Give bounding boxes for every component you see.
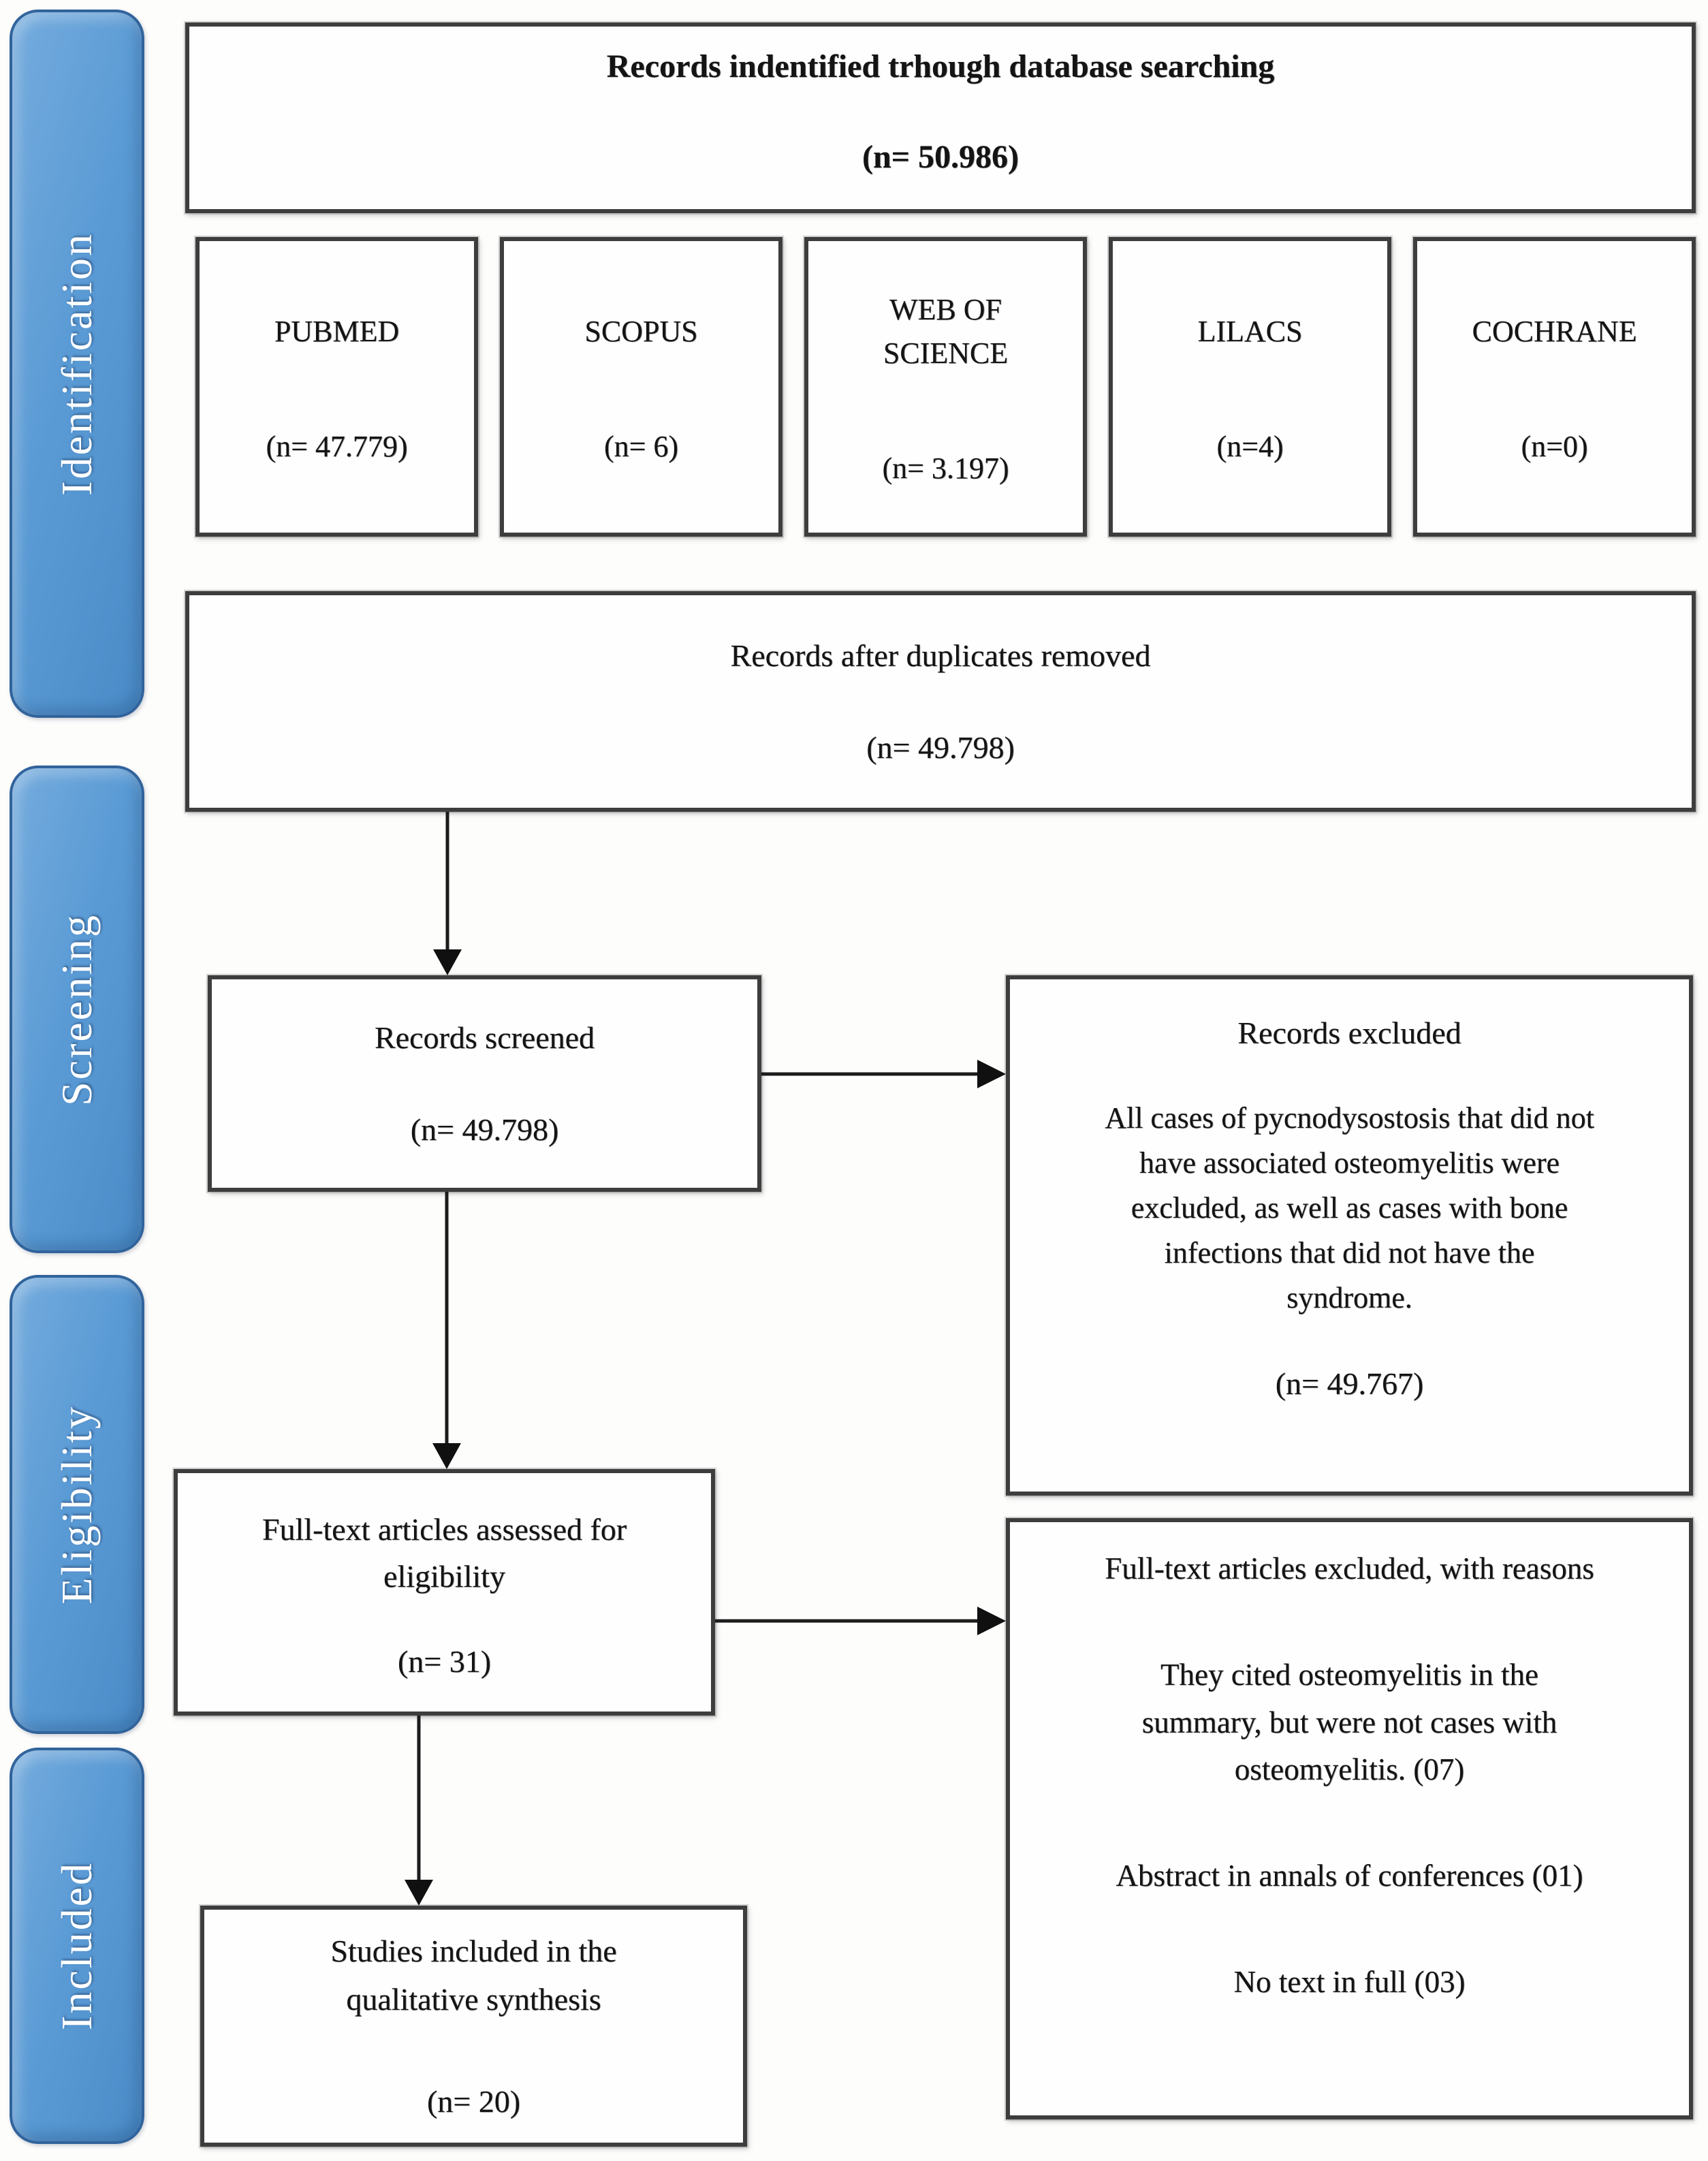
studies-included-count: (n= 20) bbox=[426, 2083, 521, 2119]
duplicates-removed-count: (n= 49.798) bbox=[866, 730, 1015, 765]
box-records-excluded: Records excluded All cases of pycnodysos… bbox=[1006, 975, 1693, 1496]
box-duplicates-removed: Records after duplicates removed (n= 49.… bbox=[185, 591, 1696, 812]
arrow-assessed-to-included bbox=[405, 1716, 433, 1906]
arrow-down-icon bbox=[433, 949, 462, 975]
arrow-down-icon bbox=[405, 1880, 433, 1906]
fulltext-excluded-reason-1: They cited osteomyelitis in the summary,… bbox=[1141, 1657, 1557, 1787]
studies-included-title: Studies included in the qualitative synt… bbox=[330, 1934, 617, 2017]
box-fulltext-excluded: Full-text articles excluded, with reason… bbox=[1006, 1518, 1693, 2119]
records-excluded-count: (n= 49.767) bbox=[1275, 1366, 1424, 1401]
arrow-down-icon bbox=[432, 1443, 461, 1469]
arrow-line bbox=[445, 812, 449, 955]
box-database-scopus: SCOPUS (n= 6) bbox=[500, 237, 782, 537]
fulltext-assessed-count: (n= 31) bbox=[397, 1643, 492, 1679]
arrow-right-icon bbox=[977, 1060, 1006, 1088]
database-count: (n=4) bbox=[1216, 430, 1284, 464]
box-database-web-of-science: WEB OF SCIENCE (n= 3.197) bbox=[804, 237, 1087, 537]
records-identified-count: (n= 50.986) bbox=[861, 139, 1019, 175]
fulltext-excluded-title: Full-text articles excluded, with reason… bbox=[1105, 1551, 1594, 1586]
database-name: LILACS bbox=[1197, 314, 1303, 348]
database-count: (n= 3.197) bbox=[882, 452, 1009, 486]
box-studies-included: Studies included in the qualitative synt… bbox=[200, 1906, 747, 2147]
box-database-pubmed: PUBMED (n= 47.779) bbox=[195, 237, 478, 537]
arrow-right-icon bbox=[977, 1607, 1006, 1635]
stage-eligibility-label: Eligibility bbox=[52, 1404, 101, 1605]
database-count: (n= 47.779) bbox=[266, 430, 408, 464]
database-name: WEB OF SCIENCE bbox=[883, 292, 1009, 370]
stage-screening: Screening bbox=[10, 766, 144, 1253]
fulltext-excluded-reason-3: No text in full (03) bbox=[1233, 1964, 1466, 1999]
arrow-assessed-to-ft-excluded bbox=[715, 1607, 1006, 1635]
arrow-line bbox=[417, 1716, 421, 1885]
box-database-lilacs: LILACS (n=4) bbox=[1109, 237, 1391, 537]
arrow-line bbox=[715, 1619, 984, 1623]
stage-included: Included bbox=[10, 1748, 144, 2144]
records-identified-title: Records indentified trhough database sea… bbox=[606, 48, 1275, 84]
fulltext-assessed-title: Full-text articles assessed for eligibil… bbox=[262, 1511, 627, 1594]
stage-eligibility: Eligibility bbox=[10, 1275, 144, 1734]
duplicates-removed-title: Records after duplicates removed bbox=[730, 638, 1151, 673]
stage-included-label: Included bbox=[52, 1861, 101, 2030]
database-name: COCHRANE bbox=[1472, 314, 1637, 348]
fulltext-excluded-reason-2: Abstract in annals of conferences (01) bbox=[1116, 1859, 1583, 1893]
arrow-line bbox=[761, 1072, 984, 1076]
records-excluded-body: All cases of pycnodysostosis that did no… bbox=[1105, 1101, 1594, 1314]
records-screened-count: (n= 49.798) bbox=[410, 1112, 559, 1147]
arrow-screened-to-assessed bbox=[432, 1192, 461, 1469]
records-screened-title: Records screened bbox=[374, 1020, 595, 1055]
database-count: (n=0) bbox=[1521, 430, 1588, 464]
arrow-screened-to-excluded bbox=[761, 1060, 1006, 1088]
stage-identification-label: Identification bbox=[52, 232, 101, 496]
arrow-line bbox=[445, 1192, 449, 1449]
arrow-dedup-to-screened bbox=[433, 812, 462, 975]
database-name: SCOPUS bbox=[584, 314, 698, 348]
records-excluded-title: Records excluded bbox=[1237, 1015, 1461, 1050]
stage-screening-label: Screening bbox=[52, 913, 101, 1106]
database-count: (n= 6) bbox=[603, 430, 679, 464]
box-fulltext-assessed: Full-text articles assessed for eligibil… bbox=[174, 1469, 715, 1716]
box-database-cochrane: COCHRANE (n=0) bbox=[1413, 237, 1696, 537]
box-records-screened: Records screened (n= 49.798) bbox=[208, 975, 761, 1192]
database-name: PUBMED bbox=[274, 314, 400, 348]
stage-identification: Identification bbox=[10, 10, 144, 718]
box-records-identified: Records indentified trhough database sea… bbox=[185, 22, 1696, 213]
